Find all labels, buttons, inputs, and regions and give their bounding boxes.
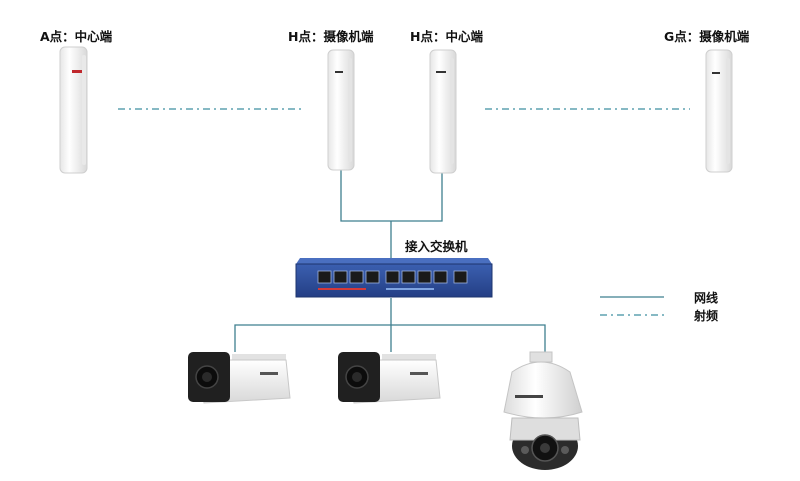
wireless-bridge-a bbox=[59, 46, 88, 174]
cable-bridges-to-switch bbox=[340, 170, 443, 222]
legend-radio-label: 射频 bbox=[694, 309, 719, 323]
bullet-camera-1 bbox=[188, 352, 291, 404]
ptz-dome-camera bbox=[503, 351, 583, 470]
switch-label: 接入交换机 bbox=[405, 239, 468, 254]
wireless-bridge-g bbox=[705, 49, 733, 173]
node-label-a-center: A点：中心端 bbox=[40, 29, 113, 44]
node-label-h-camera: H点：摄像机端 bbox=[288, 29, 374, 44]
switch-ports bbox=[317, 270, 468, 284]
legend-cable-label: 网线 bbox=[694, 291, 719, 305]
wireless-bridge-h-center bbox=[429, 49, 457, 174]
node-label-h-center: H点：中心端 bbox=[410, 29, 483, 44]
bullet-camera-2 bbox=[338, 352, 441, 404]
access-switch bbox=[295, 258, 493, 298]
cable-camera-bus bbox=[234, 324, 546, 352]
node-label-g-camera: G点：摄像机端 bbox=[664, 29, 750, 44]
wireless-bridge-h-camera bbox=[327, 49, 355, 171]
